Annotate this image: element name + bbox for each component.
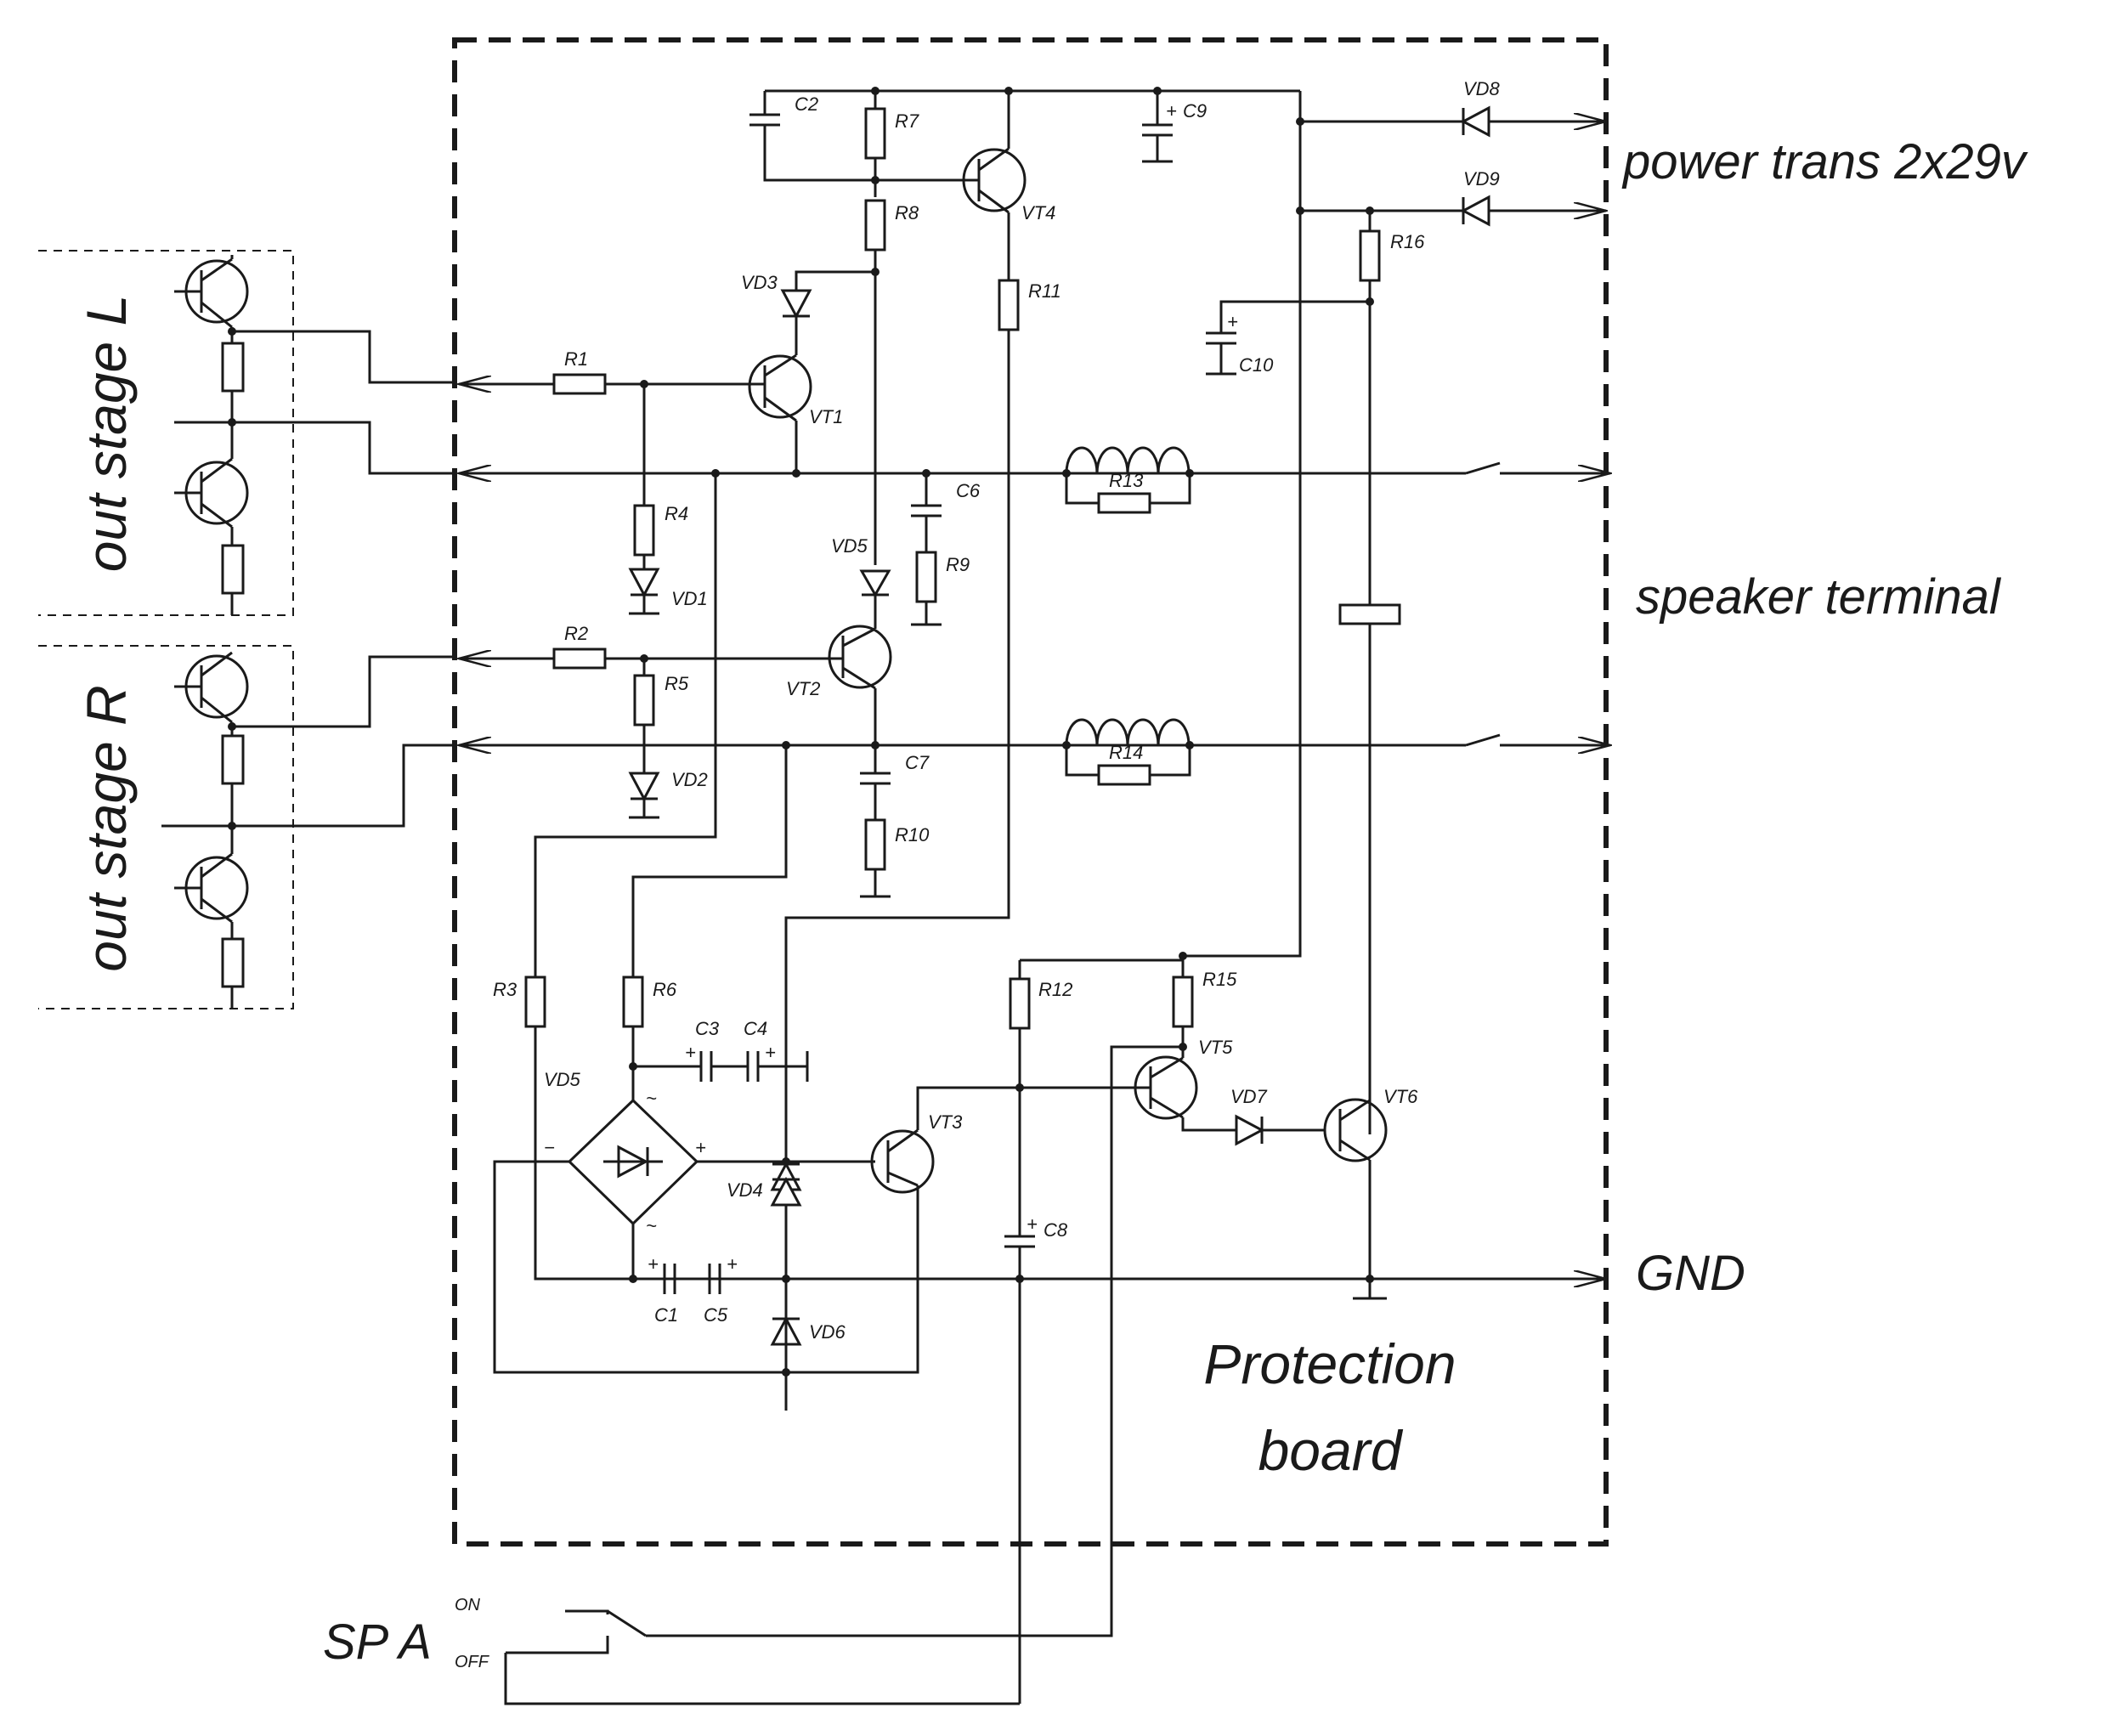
out-stage-l-block: out stage L <box>38 250 294 616</box>
vt5-label: VT5 <box>1198 1037 1233 1058</box>
inductor-l <box>1065 446 1191 474</box>
c3-plus: + <box>685 1042 696 1063</box>
sp-a-label: SP A <box>323 1614 432 1670</box>
resistor-r10 <box>864 818 886 871</box>
vd4-label: VD4 <box>727 1179 763 1201</box>
gnd-label: GND <box>1636 1246 1745 1301</box>
resistor-r4 <box>633 504 655 557</box>
c9-plus: + <box>1166 100 1177 122</box>
out-stage-r-block: out stage R <box>38 645 294 1009</box>
r7-label: R7 <box>895 110 919 132</box>
vd3-label: VD3 <box>741 272 778 293</box>
r10-label: R10 <box>895 824 930 845</box>
r4-label: R4 <box>665 503 688 524</box>
c8-label: C8 <box>1044 1219 1068 1241</box>
vd7-label: VD7 <box>1230 1086 1268 1107</box>
c1-plus: + <box>648 1253 659 1275</box>
vd6-label: VD6 <box>809 1321 846 1343</box>
r2-label: R2 <box>564 623 588 644</box>
c5-plus: + <box>727 1253 738 1275</box>
c3-label: C3 <box>695 1018 720 1039</box>
transistor-vt1 <box>748 319 812 473</box>
power-trans-label: power trans 2x29v <box>1621 134 2028 189</box>
r9-label: R9 <box>946 554 970 575</box>
inductor-r <box>1065 718 1191 746</box>
bridge-plus: + <box>695 1137 706 1158</box>
resistor-r5 <box>633 674 655 727</box>
r15-label: R15 <box>1202 969 1237 990</box>
transistor-vt5 <box>1020 1047 1236 1132</box>
vt4-label: VT4 <box>1021 202 1055 223</box>
resistor-r11 <box>998 279 1020 331</box>
relay-coil <box>1338 603 1401 625</box>
r3-label: R3 <box>493 979 518 1000</box>
transistor-vt3 <box>870 1086 1020 1194</box>
bridge-minus: − <box>544 1137 555 1158</box>
resistor-r14 <box>1097 764 1151 786</box>
r12-label: R12 <box>1038 979 1072 1000</box>
out-stage-l-label: out stage L <box>75 295 138 573</box>
resistor-r16 <box>1359 229 1381 282</box>
resistor-r2 <box>552 647 607 670</box>
transistor-vt6 <box>1323 1098 1388 1298</box>
speaker-terminal-label: speaker terminal <box>1636 569 2002 625</box>
r8-label: R8 <box>895 202 919 223</box>
c6-label: C6 <box>956 480 981 501</box>
r13-label: R13 <box>1109 470 1144 491</box>
out-stage-r-label: out stage R <box>75 685 138 972</box>
r1-label: R1 <box>564 348 588 370</box>
vt6-label: VT6 <box>1383 1086 1418 1107</box>
vd8-label: VD8 <box>1463 78 1501 99</box>
resistor-r1 <box>552 373 607 395</box>
c9-label: C9 <box>1183 100 1207 122</box>
protection-board-label-line2: board <box>1258 1419 1404 1482</box>
c4-label: C4 <box>744 1018 767 1039</box>
r16-label: R16 <box>1390 231 1425 252</box>
resistor-r13 <box>1097 492 1151 514</box>
r6-label: R6 <box>653 979 677 1000</box>
c10-plus: + <box>1227 311 1238 332</box>
c8-plus: + <box>1027 1213 1038 1235</box>
vd5-label-bridge: VD5 <box>544 1069 581 1090</box>
c1-label: C1 <box>654 1304 678 1326</box>
vt3-label: VT3 <box>928 1111 963 1133</box>
r11-label: R11 <box>1028 280 1061 302</box>
switch-off-label: OFF <box>455 1653 490 1671</box>
switch-on-label: ON <box>455 1596 481 1614</box>
c7-label: C7 <box>905 752 930 773</box>
vt2-label: VT2 <box>786 678 820 699</box>
c2-label: C2 <box>795 93 818 115</box>
resistor-r6 <box>622 975 644 1028</box>
vd1-label: VD1 <box>671 588 708 609</box>
resistor-r3 <box>524 975 546 1028</box>
vt1-label: VT1 <box>809 406 843 427</box>
protection-board-label-line1: Protection <box>1203 1332 1456 1395</box>
vd9-label: VD9 <box>1463 168 1500 189</box>
bridge-rectifier-vd5 <box>567 1098 699 1226</box>
vd5-label-upper: VD5 <box>831 535 868 557</box>
c4-plus: + <box>765 1042 776 1063</box>
resistor-r7 <box>864 107 886 160</box>
vd2-label: VD2 <box>671 769 708 790</box>
resistor-r9 <box>915 551 937 603</box>
transistor-vt4 <box>875 91 1027 280</box>
c10-label: C10 <box>1239 354 1274 376</box>
resistor-r8 <box>864 199 886 252</box>
protection-board-frame <box>452 37 1609 1547</box>
transistor-vt2 <box>828 625 892 745</box>
r14-label: R14 <box>1109 742 1143 763</box>
resistor-r12 <box>1009 977 1031 1030</box>
r5-label: R5 <box>665 673 689 694</box>
bridge-ac-bottom: ~ <box>646 1215 657 1236</box>
bridge-ac-top: ~ <box>646 1088 657 1109</box>
resistor-r15 <box>1172 975 1194 1028</box>
c5-label: C5 <box>704 1304 728 1326</box>
